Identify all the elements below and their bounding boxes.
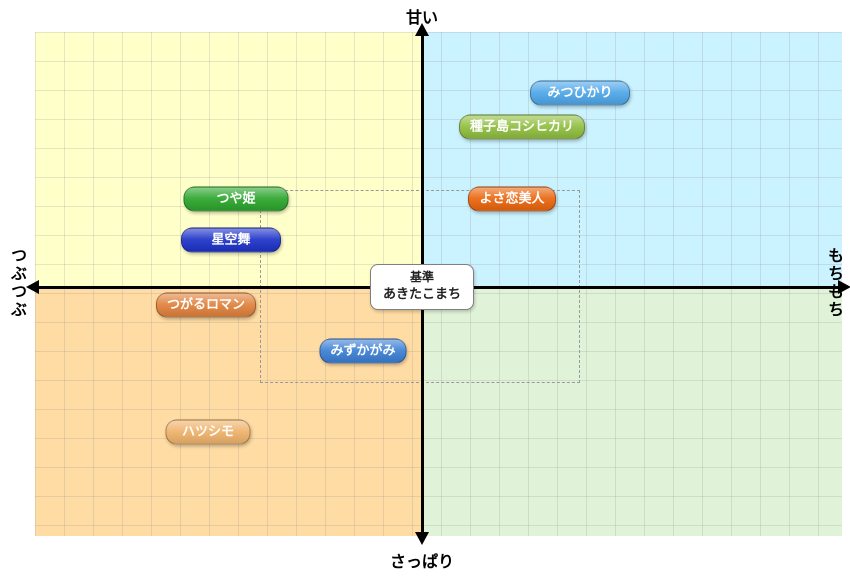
quadrant-bottom-right [422,287,842,536]
axis-label-bottom: さっぱり [389,552,455,571]
axis-label-left: つぶつぶ [8,246,27,319]
variety-badge: みつひかり [530,80,630,106]
arrowhead-up-icon [415,23,429,36]
axis-label-right: もちもち [825,246,844,319]
variety-badge: 種子島コシヒカリ [458,114,586,140]
variety-badge: つや姫 [183,186,289,212]
arrowhead-right-icon [838,280,850,294]
quadrant-top-right [422,32,842,287]
axis-label-top: 甘い [405,8,439,27]
variety-badge: 星空舞 [181,227,281,253]
variety-badge: よさ恋美人 [468,186,556,212]
arrowhead-down-icon [415,532,429,545]
quadrant-bottom-left [35,287,422,536]
reference-title: 基準 [409,270,434,284]
variety-badge: ハツシモ [165,419,251,445]
reference-box: 基準 あきたこまち [370,264,474,310]
variety-badge: みずかがみ [319,338,407,364]
variety-badge: つがるロマン [155,292,257,318]
reference-name: あきたこまち [382,287,461,302]
arrowhead-left-icon [26,280,39,294]
